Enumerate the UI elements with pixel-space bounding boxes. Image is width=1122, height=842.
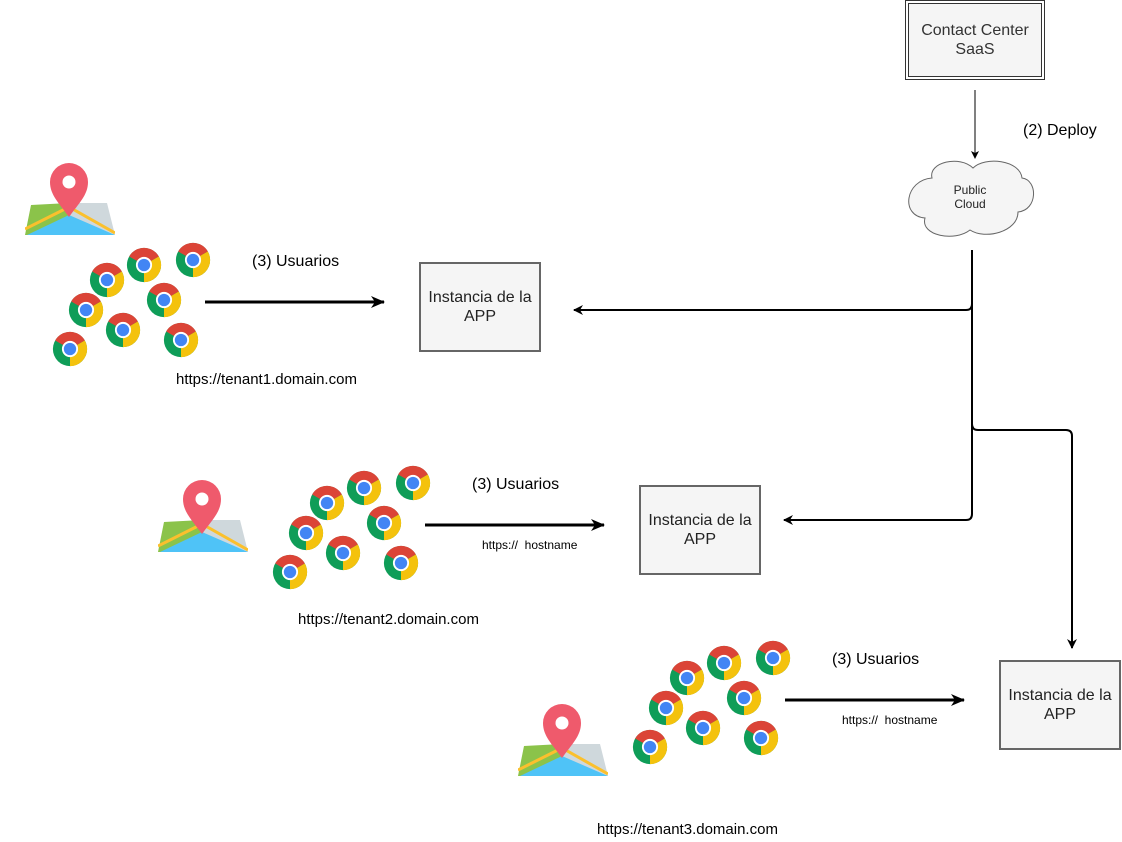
tenant-url-1: https://tenant1.domain.com bbox=[176, 371, 357, 388]
chrome-browser-icon bbox=[146, 282, 182, 318]
usuarios-label-3: (3) Usuarios bbox=[832, 651, 920, 668]
chrome-browser-icon bbox=[52, 331, 88, 367]
hostname-label-2: https:// hostname bbox=[482, 538, 578, 552]
chrome-browser-icon bbox=[366, 505, 402, 541]
chrome-browser-icon bbox=[126, 247, 162, 283]
map-pin-icon bbox=[25, 163, 115, 237]
chrome-browser-icon bbox=[706, 645, 742, 681]
public-cloud-shape bbox=[908, 160, 1034, 237]
hostname-label-3: https:// hostname bbox=[842, 713, 938, 727]
chrome-browser-icon bbox=[175, 242, 211, 278]
chrome-browser-icon bbox=[89, 262, 125, 298]
instance-label-line2: APP bbox=[463, 308, 496, 325]
chrome-browser-icon bbox=[685, 710, 721, 746]
chrome-browser-icon bbox=[395, 465, 431, 501]
instance-label-line2: APP bbox=[683, 531, 716, 548]
tenant-url-3: https://tenant3.domain.com bbox=[597, 821, 778, 838]
saas-title-line2: SaaS bbox=[955, 41, 995, 58]
chrome-browser-icon bbox=[68, 292, 104, 328]
instance-label-line1: Instancia de la bbox=[648, 512, 752, 529]
app-instance-box-1: Instancia de la APP bbox=[419, 262, 541, 352]
usuarios-label-1: (3) Usuarios bbox=[252, 253, 340, 270]
saas-title-line1: Contact Center bbox=[921, 22, 1029, 39]
chrome-browser-icon bbox=[726, 680, 762, 716]
chrome-browser-icon bbox=[346, 470, 382, 506]
app-instance-box-3: Instancia de la APP bbox=[999, 660, 1121, 750]
app-instance-box-2: Instancia de la APP bbox=[639, 485, 761, 575]
chrome-browser-icon bbox=[755, 640, 791, 676]
contact-center-saas-box: Contact Center SaaS bbox=[905, 0, 1045, 80]
deploy-label: (2) Deploy bbox=[1023, 122, 1097, 139]
chrome-browser-icon bbox=[272, 554, 308, 590]
map-pin-icon bbox=[518, 704, 608, 778]
chrome-browser-icon bbox=[325, 535, 361, 571]
chrome-browser-icon bbox=[383, 545, 419, 581]
cloud-label-line2: Cloud bbox=[954, 197, 986, 211]
chrome-browser-icon bbox=[743, 720, 779, 756]
instance-label-line2: APP bbox=[1043, 706, 1076, 723]
connector-cloud-to-instance-3 bbox=[971, 423, 1077, 649]
chrome-browser-icon bbox=[105, 312, 141, 348]
connector-cloud-to-instance-2 bbox=[783, 304, 973, 525]
instance-label-line1: Instancia de la bbox=[428, 289, 532, 306]
map-pin-icon bbox=[158, 480, 248, 554]
chrome-browser-icon bbox=[648, 690, 684, 726]
tenant-url-2: https://tenant2.domain.com bbox=[298, 611, 479, 628]
connector-cloud-to-instance-1 bbox=[573, 250, 973, 315]
chrome-browser-icon bbox=[309, 485, 345, 521]
usuarios-label-2: (3) Usuarios bbox=[472, 476, 560, 493]
cloud-label-line1: Public bbox=[953, 183, 987, 197]
chrome-browser-icon bbox=[632, 729, 668, 765]
chrome-browser-icon bbox=[163, 322, 199, 358]
chrome-browser-icon bbox=[669, 660, 705, 696]
public-cloud-label: Public Cloud bbox=[940, 183, 1000, 211]
chrome-browser-icon bbox=[288, 515, 324, 551]
instance-label-line1: Instancia de la bbox=[1008, 687, 1112, 704]
